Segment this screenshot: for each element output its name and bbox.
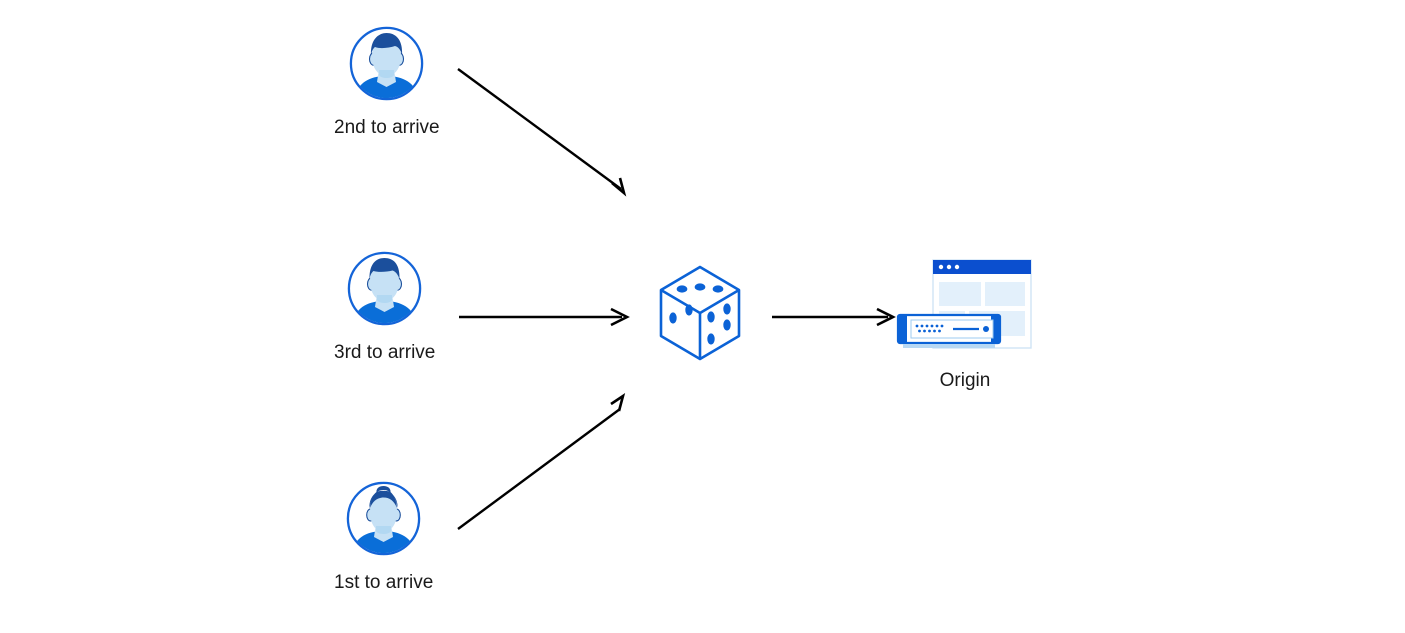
edge-third-to-dice	[459, 307, 630, 327]
server-device	[896, 313, 1002, 348]
edge-second-to-dice	[457, 68, 627, 197]
node-label-user-third: 3rd to arrive	[334, 342, 436, 363]
user-avatar-long-hair-icon	[346, 481, 421, 556]
dice-icon	[654, 261, 746, 365]
node-label-origin: Origin	[939, 370, 991, 391]
edge-first-to-dice	[457, 393, 626, 530]
edge-dice-to-origin	[772, 307, 896, 327]
node-origin[interactable]: Origin	[895, 258, 1035, 393]
node-randomizer[interactable]	[654, 261, 746, 365]
node-label-user-first: 1st to arrive	[334, 572, 434, 593]
origin-server-icon	[895, 258, 1035, 358]
node-user-third[interactable]: 3rd to arrive	[334, 251, 435, 365]
node-user-second[interactable]: 2nd to arrive	[334, 26, 440, 140]
user-avatar-icon	[347, 251, 422, 326]
node-user-first[interactable]: 1st to arrive	[334, 481, 433, 595]
user-avatar-icon	[349, 26, 424, 101]
node-label-user-second: 2nd to arrive	[334, 117, 440, 138]
